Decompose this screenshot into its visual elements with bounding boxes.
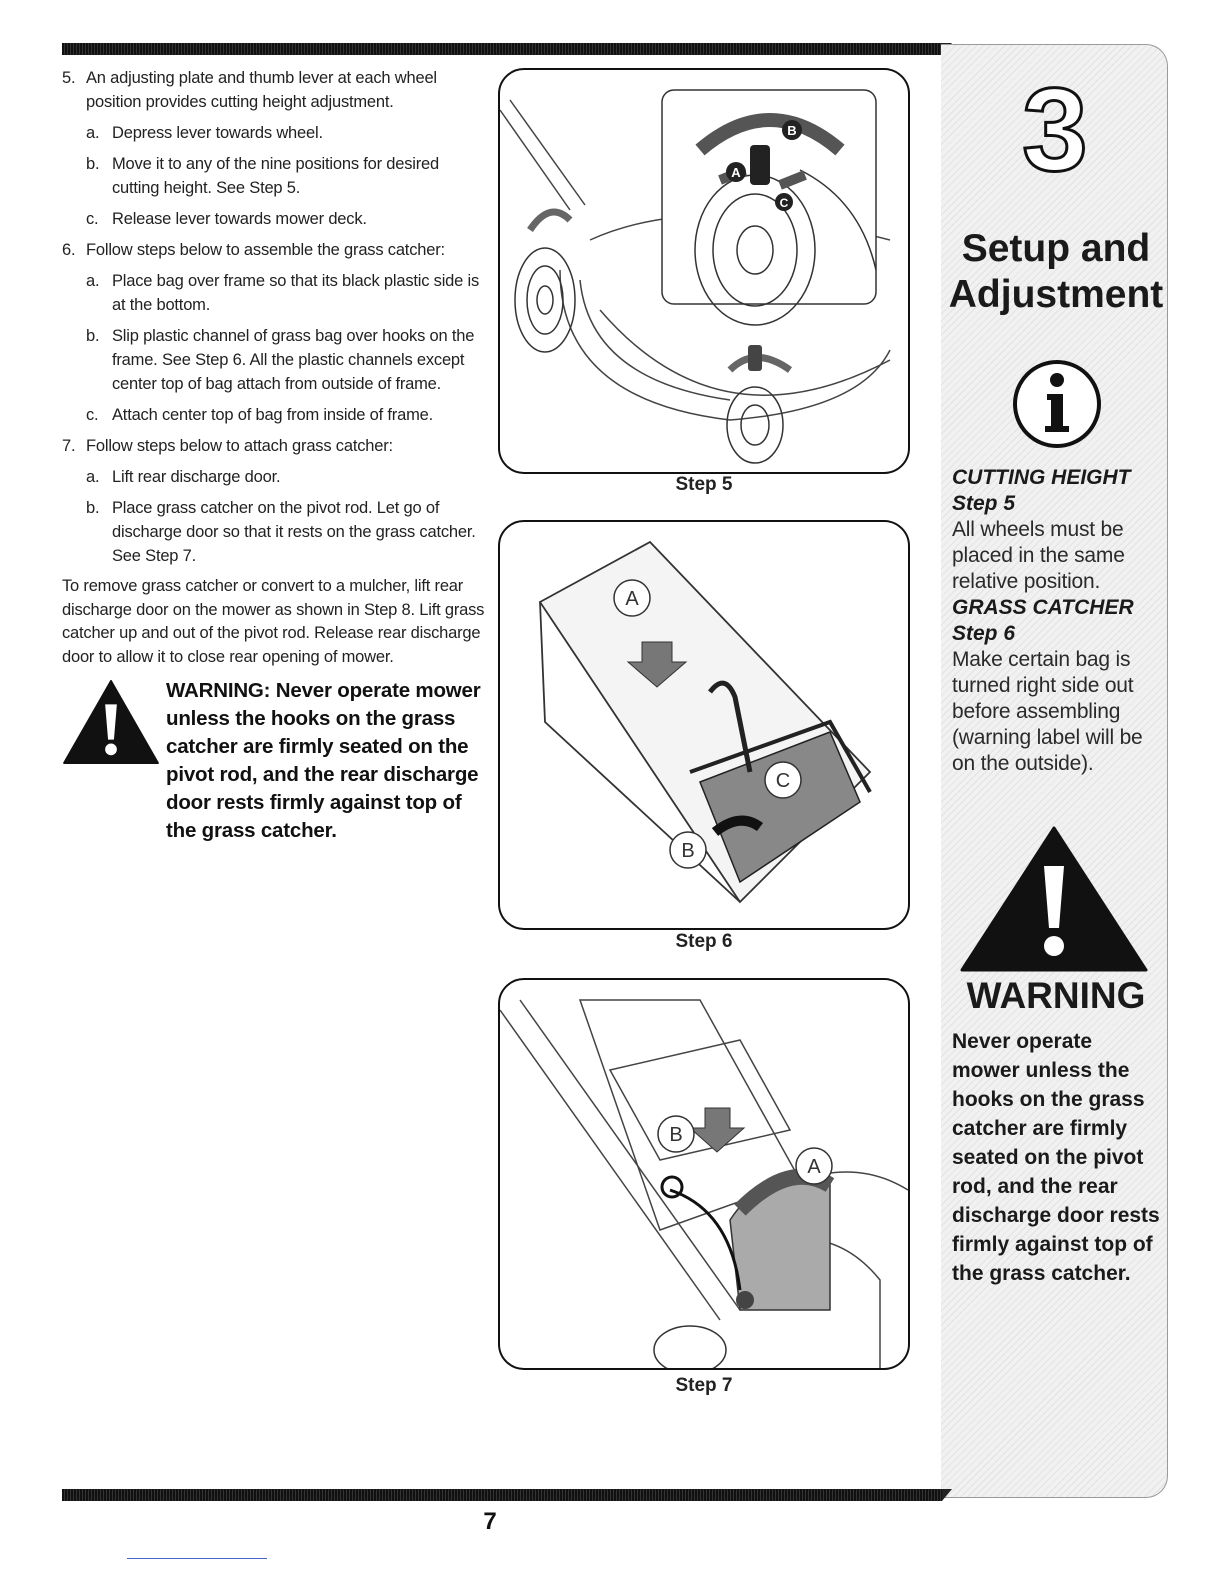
item-text: An adjusting plate and thumb lever at ea… (86, 69, 437, 111)
instruction-item-5: 5. An adjusting plate and thumb lever at… (62, 66, 487, 114)
sub-letter: b. (86, 155, 100, 173)
figure-step-6: A B C (498, 520, 910, 930)
sub-text: Move it to any of the nine positions for… (112, 155, 440, 197)
instruction-sub-5c: c. Release lever towards mower deck. (62, 207, 487, 231)
instructions-column: 5. An adjusting plate and thumb lever at… (62, 66, 487, 855)
sub-text: Depress lever towards wheel. (112, 124, 323, 142)
section-title-line-1: Setup and (961, 227, 1151, 270)
note-heading-step-5: Step 5 (952, 492, 1016, 515)
section-title: Setup and Adjustment (945, 226, 1167, 318)
callout-b: B (669, 1124, 682, 1146)
warning-block: WARNING: Never operate mower unless the … (62, 675, 487, 855)
sub-letter: b. (86, 499, 100, 517)
instruction-sub-7a: a. Lift rear discharge door. (62, 465, 487, 489)
chapter-number: 3 (1021, 70, 1090, 180)
sub-letter: c. (86, 406, 99, 424)
step-7-illustration: B A (500, 999, 908, 1368)
sidebar-warning-title: WARNING (966, 975, 1146, 1016)
sub-letter: b. (86, 327, 100, 345)
caption-step-6: Step 6 (675, 931, 733, 952)
section-title-line-2: Adjustment (948, 273, 1164, 316)
note-body-cutting-height: All wheels must be placed in the same re… (952, 518, 1125, 593)
item-number: 7. (62, 437, 76, 455)
top-rule (62, 43, 952, 55)
item-text: Follow steps below to assemble the grass… (86, 241, 445, 259)
callout-a: A (625, 588, 639, 610)
sidebar-notes: CUTTING HEIGHT Step 5 All wheels must be… (952, 465, 1162, 777)
instruction-sub-6b: b. Slip plastic channel of grass bag ove… (62, 324, 487, 396)
instruction-sub-6a: a. Place bag over frame so that its blac… (62, 269, 487, 317)
sub-text: Slip plastic channel of grass bag over h… (112, 327, 475, 393)
sub-letter: c. (86, 210, 99, 228)
warning-triangle-icon (63, 679, 159, 765)
callout-c: C (776, 770, 790, 792)
remove-catcher-paragraph: To remove grass catcher or convert to a … (62, 577, 485, 666)
item-text: Follow steps below to attach grass catch… (86, 437, 393, 455)
sub-letter: a. (86, 124, 100, 142)
instruction-item-7: 7. Follow steps below to attach grass ca… (62, 434, 487, 458)
note-heading-step-6: Step 6 (952, 622, 1016, 645)
page-number: 7 (483, 1508, 497, 1535)
caption-step-5: Step 5 (675, 474, 733, 495)
info-icon (1013, 360, 1101, 448)
warning-triangle-icon (960, 826, 1148, 972)
sub-text: Attach center top of bag from inside of … (112, 406, 433, 424)
note-heading-cutting-height: CUTTING HEIGHT (952, 466, 1131, 489)
footer-line (127, 1558, 267, 1559)
warning-text: WARNING: Never operate mower unless the … (166, 679, 481, 842)
step-5-illustration: A B C (500, 89, 891, 464)
callout-a: A (731, 165, 741, 180)
callout-b: B (681, 840, 694, 862)
sub-text: Lift rear discharge door. (112, 468, 281, 486)
bottom-rule (62, 1489, 952, 1501)
instruction-sub-5b: b. Move it to any of the nine positions … (62, 152, 487, 200)
figure-step-5: A B C (498, 68, 910, 474)
caption-step-7: Step 7 (675, 1375, 733, 1396)
instruction-sub-7b: b. Place grass catcher on the pivot rod.… (62, 496, 487, 568)
sub-letter: a. (86, 272, 100, 290)
svg-text:3: 3 (1022, 70, 1088, 180)
chapter-sidebar (941, 44, 1168, 1498)
item-number: 5. (62, 69, 76, 87)
callout-c: C (780, 196, 789, 210)
instruction-sub-6c: c. Attach center top of bag from inside … (62, 403, 487, 427)
sub-text: Place grass catcher on the pivot rod. Le… (112, 499, 476, 565)
item-number: 6. (62, 241, 76, 259)
sub-text: Place bag over frame so that its black p… (112, 272, 480, 314)
instruction-item-6: 6. Follow steps below to assemble the gr… (62, 238, 487, 262)
step-6-illustration: A B C (538, 540, 872, 904)
note-body-grass-catcher: Make certain bag is turned right side ou… (952, 648, 1143, 775)
sidebar-warning-text: Never operate mower unless the hooks on … (952, 1030, 1160, 1285)
sub-letter: a. (86, 468, 100, 486)
sub-text: Release lever towards mower deck. (112, 210, 367, 228)
note-heading-grass-catcher: GRASS CATCHER (952, 596, 1134, 619)
instruction-sub-5a: a. Depress lever towards wheel. (62, 121, 487, 145)
callout-a: A (807, 1156, 821, 1178)
callout-b: B (787, 123, 796, 138)
figure-step-7: B A (498, 978, 910, 1370)
